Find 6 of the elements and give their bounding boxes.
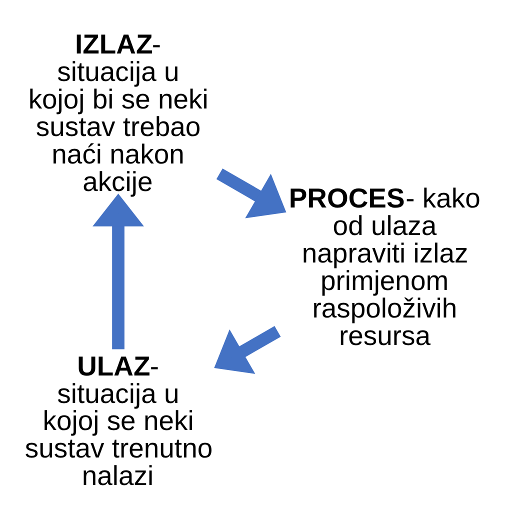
node-text: PROCES- kako od ulaza napraviti izlaz primjenom raspoloživih resursa [288,182,480,350]
arrow [216,168,286,218]
node-text: IZLAZ- situacija u kojoj bi se neki sustav trebao naći nakon akcije [28,28,208,196]
arrow [92,193,144,349]
node-text: ULAZ- situacija u kojoj se neki sustav trenutno nalazi [24,350,213,491]
arrow [214,325,281,374]
